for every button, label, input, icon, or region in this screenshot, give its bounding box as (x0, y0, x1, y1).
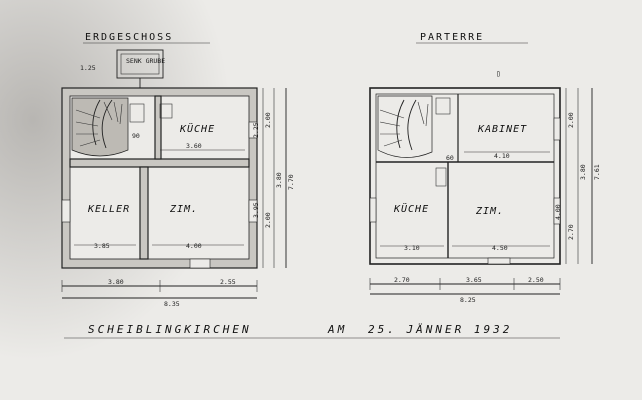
right-dim-r200: 2.00 (567, 112, 575, 128)
left-cross-wall (69, 158, 250, 168)
left-dim-r380: 3.80 (275, 172, 283, 188)
left-room-label: ZIM. (169, 204, 198, 215)
right-dim-r400: 4.00 (554, 204, 562, 220)
right-dim-60: 60 (446, 154, 454, 162)
right-dim-r270: 2.70 (567, 224, 575, 240)
right-windows (369, 117, 561, 265)
septic-pit-label: SENK GRUBE (126, 57, 165, 65)
left-stove (159, 103, 173, 119)
left-cellar-label: KELLER (87, 204, 130, 215)
right-dim-825: 8.25 (460, 296, 476, 304)
right-dim-250: 2.50 (528, 276, 544, 284)
left-windows (61, 121, 258, 269)
right-dim-365: 3.65 (466, 276, 482, 284)
left-stair-wall (154, 95, 162, 160)
left-dim-r200a: 2.00 (264, 112, 272, 128)
left-staircase (71, 97, 129, 157)
right-dim-r380: 3.80 (579, 164, 587, 180)
right-dim-310: 3.10 (404, 244, 420, 252)
left-partition-wall (139, 166, 149, 260)
right-plan: PARTERRE ▯ KABINE (369, 32, 601, 304)
left-chimney (129, 103, 145, 123)
right-dim-410: 4.10 (494, 152, 510, 160)
right-cabinet-label: KABINET (477, 124, 527, 135)
left-dim-r395: 3.95 (252, 202, 260, 218)
right-dim-450: 4.50 (492, 244, 508, 252)
right-dim-r761: 7.61 (593, 164, 601, 180)
left-plan: ERDGESCHOSS SENK GRUBE (61, 32, 295, 308)
right-stove (435, 167, 447, 187)
right-interior (375, 93, 555, 259)
septic-pit-inner (120, 53, 160, 75)
left-dim-835: 8.35 (164, 300, 180, 308)
right-staircase (377, 95, 433, 158)
left-dim-r200b: 2.00 (264, 212, 272, 228)
left-dim-90: 90 (132, 132, 140, 140)
left-dim-380: 3.80 (108, 278, 124, 286)
left-plan-title: ERDGESCHOSS (85, 32, 173, 43)
caption-place: SCHEIBLINGKIRCHEN (88, 323, 252, 336)
left-dim-385: 3.85 (94, 242, 110, 250)
north-mark: ▯ (496, 69, 501, 78)
caption: SCHEIBLINGKIRCHEN AM 25. JÄNNER 1932 (64, 323, 560, 339)
left-dim-125: 1.25 (80, 64, 96, 72)
left-dim-400: 4.00 (186, 242, 202, 250)
right-room-label: ZIM. (475, 206, 504, 217)
right-dim-270: 2.70 (394, 276, 410, 284)
right-kitchen-label: KÜCHE (393, 202, 429, 215)
right-plan-title: PARTERRE (420, 32, 484, 43)
left-dim-r225: 2.25 (252, 122, 260, 138)
right-chimney (435, 97, 451, 115)
caption-am: AM (327, 323, 347, 336)
left-dim-255: 2.55 (220, 278, 236, 286)
caption-date: 25. JÄNNER 1932 (368, 323, 512, 336)
left-dim-r770: 7.70 (287, 174, 295, 190)
left-kitchen-label: KÜCHE (179, 122, 215, 135)
left-dim-3060: 3.60 (186, 142, 202, 150)
